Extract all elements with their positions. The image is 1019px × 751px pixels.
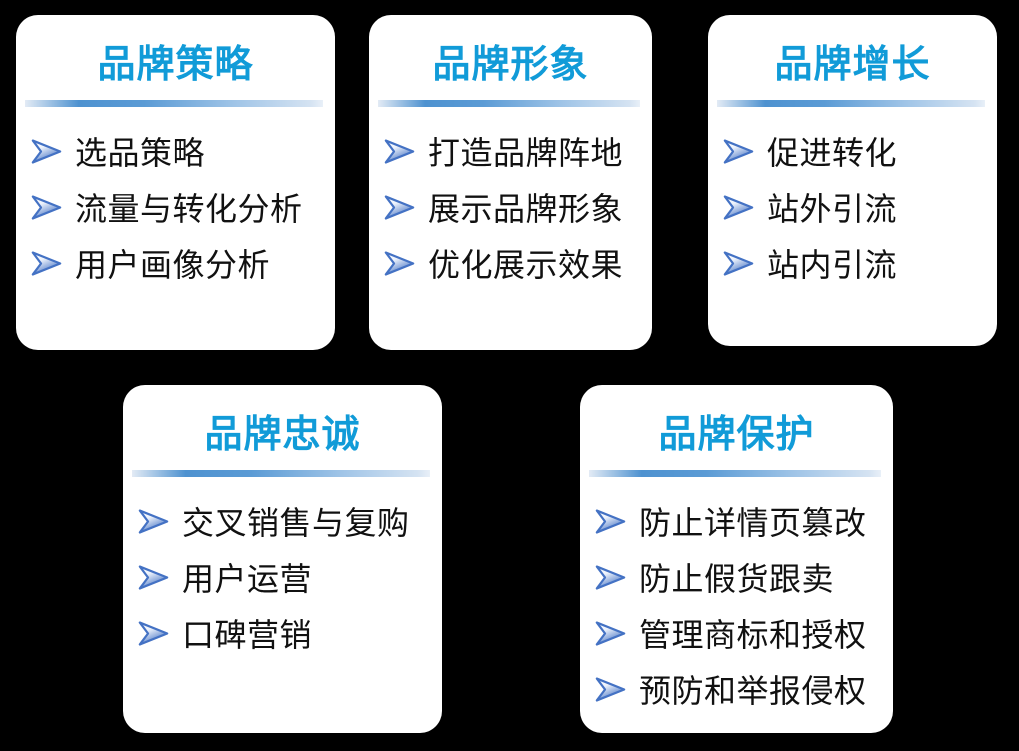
arrowhead-right-icon [595,620,626,646]
list-item-label: 预防和举报侵权 [639,673,867,709]
list-item-label: 用户运营 [182,561,313,597]
arrowhead-right-icon [31,138,62,164]
list-item-label: 交叉销售与复购 [182,505,410,541]
title-divider [378,100,640,107]
card-item-list: 打造品牌阵地 展示品牌形象 优化展示效果 [369,123,652,291]
card-item-list: 交叉销售与复购 用户运营 口碑营销 [123,493,442,661]
title-divider [717,100,985,107]
card-brand-loyalty: 品牌忠诚 交叉销售与复购 用户运营 口碑营销 [123,385,442,733]
list-item-label: 口碑营销 [182,617,313,653]
list-item-label: 展示品牌形象 [428,191,624,227]
list-item: 用户运营 [123,549,442,605]
title-divider [589,470,881,477]
card-title: 品牌忠诚 [204,414,361,456]
card-title: 品牌增长 [774,44,931,86]
list-item: 用户画像分析 [16,235,335,291]
arrowhead-right-icon [723,250,754,276]
list-item-label: 选品策略 [75,135,206,171]
list-item-label: 防止假货跟卖 [639,561,835,597]
list-item-label: 站内引流 [767,247,898,283]
arrowhead-right-icon [138,564,169,590]
list-item: 管理商标和授权 [580,605,893,661]
card-brand-image: 品牌形象 打造品牌阵地 展示品牌形象 优化展示效果 [369,15,652,350]
list-item-label: 打造品牌阵地 [428,135,624,171]
arrowhead-right-icon [31,250,62,276]
list-item: 站外引流 [708,179,997,235]
arrowhead-right-icon [384,138,415,164]
list-item: 促进转化 [708,123,997,179]
card-item-list: 选品策略 流量与转化分析 用户画像分析 [16,123,335,291]
card-brand-strategy: 品牌策略 选品策略 流量与转化分析 用户画像分析 [16,15,335,350]
arrowhead-right-icon [595,508,626,534]
list-item: 打造品牌阵地 [369,123,652,179]
list-item-label: 防止详情页篡改 [639,505,867,541]
list-item: 站内引流 [708,235,997,291]
list-item: 展示品牌形象 [369,179,652,235]
arrowhead-right-icon [384,250,415,276]
list-item: 防止假货跟卖 [580,549,893,605]
card-title: 品牌保护 [658,414,815,456]
card-item-list: 促进转化 站外引流 站内引流 [708,123,997,291]
title-divider [132,470,430,477]
list-item: 预防和举报侵权 [580,661,893,717]
arrowhead-right-icon [138,620,169,646]
arrowhead-right-icon [595,676,626,702]
card-item-list: 防止详情页篡改 防止假货跟卖 管理商标和授权 预防和举报侵权 [580,493,893,717]
list-item-label: 优化展示效果 [428,247,624,283]
arrowhead-right-icon [384,194,415,220]
list-item-label: 流量与转化分析 [75,191,303,227]
arrowhead-right-icon [31,194,62,220]
list-item: 口碑营销 [123,605,442,661]
list-item: 防止详情页篡改 [580,493,893,549]
arrowhead-right-icon [723,194,754,220]
arrowhead-right-icon [138,508,169,534]
list-item: 选品策略 [16,123,335,179]
list-item-label: 促进转化 [767,135,898,171]
list-item-label: 站外引流 [767,191,898,227]
list-item: 交叉销售与复购 [123,493,442,549]
card-title: 品牌策略 [97,44,254,86]
list-item-label: 管理商标和授权 [639,617,867,653]
title-divider [25,100,323,107]
card-brand-protection: 品牌保护 防止详情页篡改 防止假货跟卖 管理商标和授权 预防和举报侵权 [580,385,893,733]
card-brand-growth: 品牌增长 促进转化 站外引流 站内引流 [708,15,997,346]
list-item-label: 用户画像分析 [75,247,271,283]
list-item: 优化展示效果 [369,235,652,291]
list-item: 流量与转化分析 [16,179,335,235]
arrowhead-right-icon [595,564,626,590]
card-title: 品牌形象 [432,44,589,86]
arrowhead-right-icon [723,138,754,164]
